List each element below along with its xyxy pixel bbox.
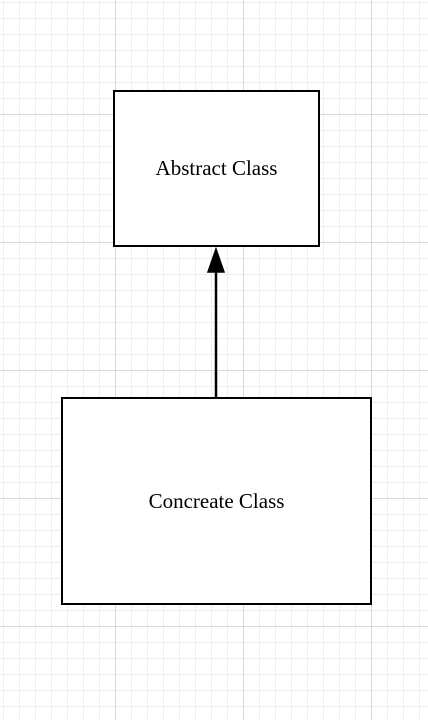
inheritance-arrowhead bbox=[206, 246, 226, 273]
concrete-class-label: Concreate Class bbox=[148, 488, 285, 513]
abstract-class-node[interactable]: Abstract Class bbox=[113, 90, 320, 247]
concrete-class-node[interactable]: Concreate Class bbox=[61, 397, 372, 605]
abstract-class-label: Abstract Class bbox=[155, 156, 278, 180]
